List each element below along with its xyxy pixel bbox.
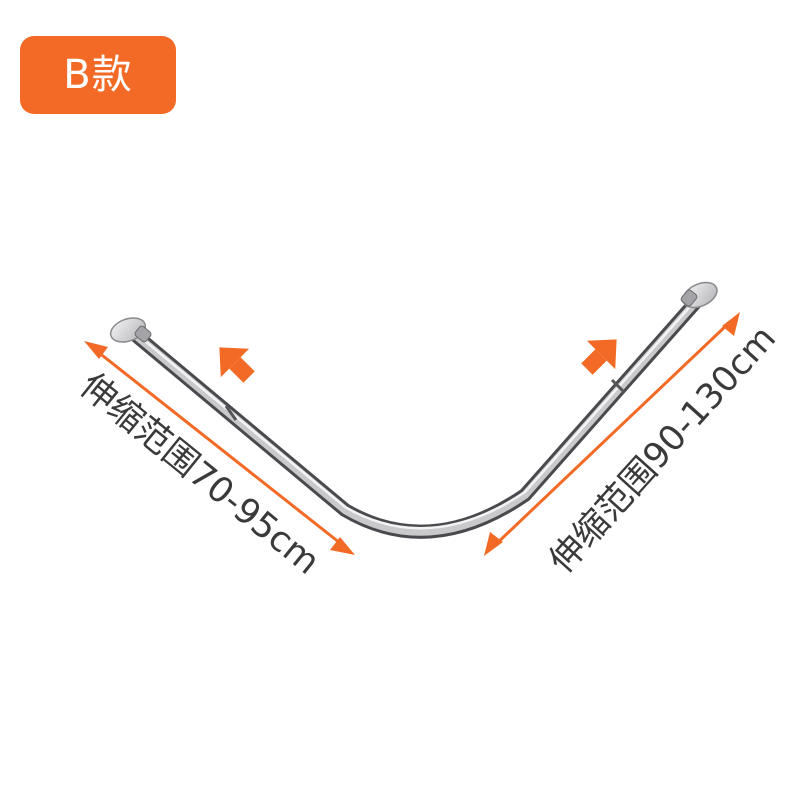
- left-dimension-arrow: [84, 341, 355, 555]
- right-mounting-plate: [680, 281, 718, 309]
- right-extend-arrow-icon: [581, 339, 617, 375]
- right-dimension-arrow: [484, 312, 740, 556]
- left-extend-arrow-icon: [219, 347, 255, 383]
- left-range-label: 伸缩范围70-95cm: [72, 366, 326, 583]
- style-badge: B款: [20, 36, 176, 114]
- curved-rod: [126, 296, 702, 539]
- right-range-label: 伸缩范围90-130cm: [542, 318, 784, 581]
- left-mounting-plate: [109, 317, 152, 343]
